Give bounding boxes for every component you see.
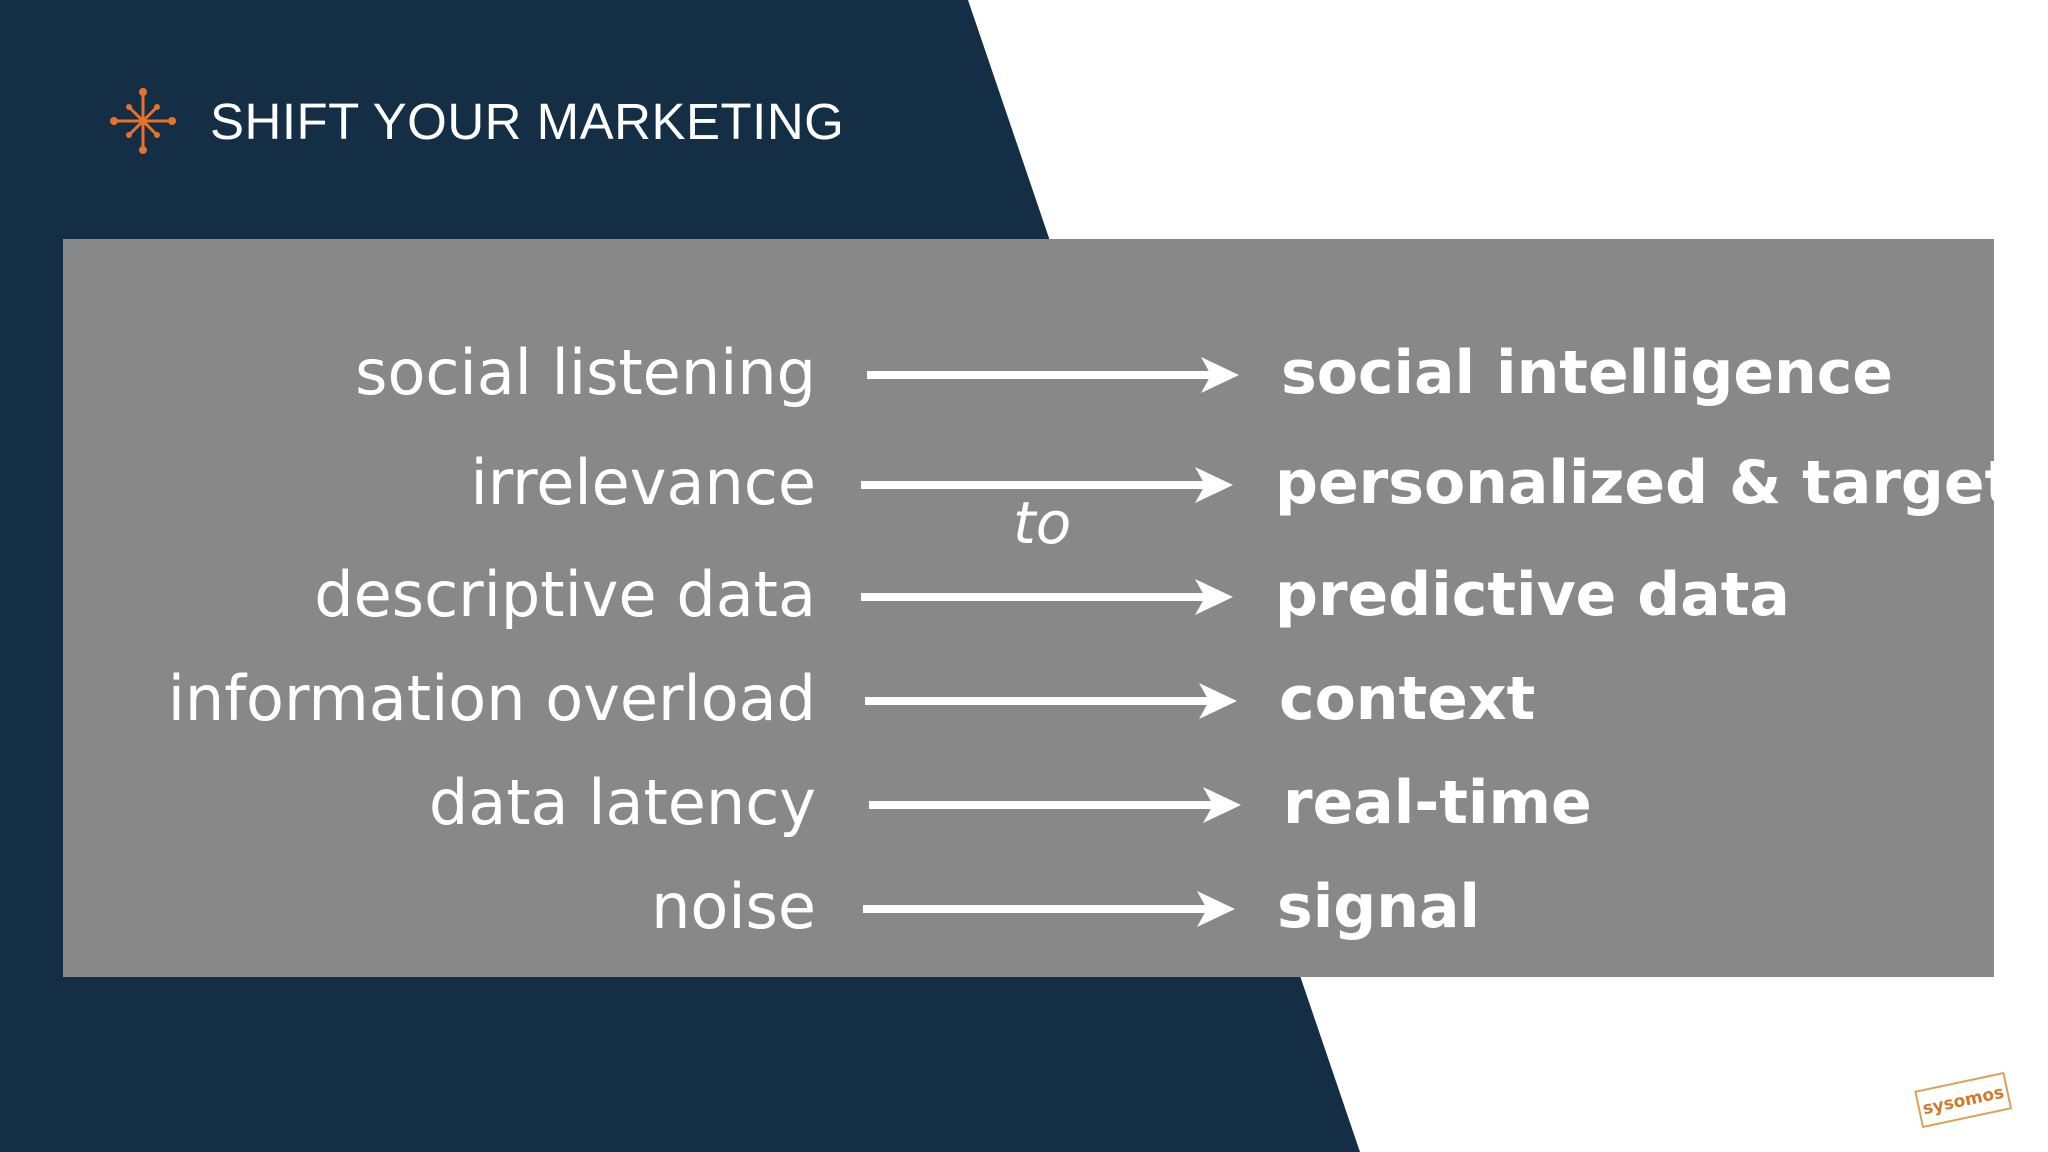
to-text: signal xyxy=(1277,872,1480,942)
comparison-row: descriptive data predictive data xyxy=(63,555,1994,635)
slide-header: SHIFT YOUR MARKETING xyxy=(108,86,844,156)
comparison-row: irrelevance personalized & targeted xyxy=(63,443,2048,523)
from-text: descriptive data xyxy=(314,558,816,631)
to-text: predictive data xyxy=(1275,560,1790,630)
to-text: social intelligence xyxy=(1281,338,1893,408)
sysomos-logo: sysomos xyxy=(1914,1071,2013,1129)
to-text: context xyxy=(1279,664,1536,734)
right-arrow-icon xyxy=(867,357,1239,393)
right-arrow-icon xyxy=(865,683,1237,719)
right-arrow-icon xyxy=(863,891,1235,927)
right-arrow-icon xyxy=(861,467,1233,503)
slide-title: SHIFT YOUR MARKETING xyxy=(210,92,845,150)
from-text: information overload xyxy=(167,662,816,735)
right-arrow-icon xyxy=(861,579,1233,615)
from-text: noise xyxy=(651,870,816,943)
from-text: data latency xyxy=(428,766,816,839)
orange-asterisk-node-icon xyxy=(110,88,176,154)
comparison-row: noise signal xyxy=(63,867,1994,947)
to-text: real-time xyxy=(1283,768,1592,838)
from-text: social listening xyxy=(355,336,816,409)
right-arrow-icon xyxy=(869,787,1241,823)
to-label: to xyxy=(1013,489,1072,557)
to-text: personalized & targeted xyxy=(1275,448,2048,518)
comparison-panel: to social listening social intelligence ir… xyxy=(63,239,2048,977)
comparison-row: information overload context xyxy=(63,659,1994,739)
comparison-row: data latency real-time xyxy=(63,763,1994,843)
from-text: irrelevance xyxy=(470,446,816,519)
comparison-row: social listening social intelligence xyxy=(63,333,1994,413)
